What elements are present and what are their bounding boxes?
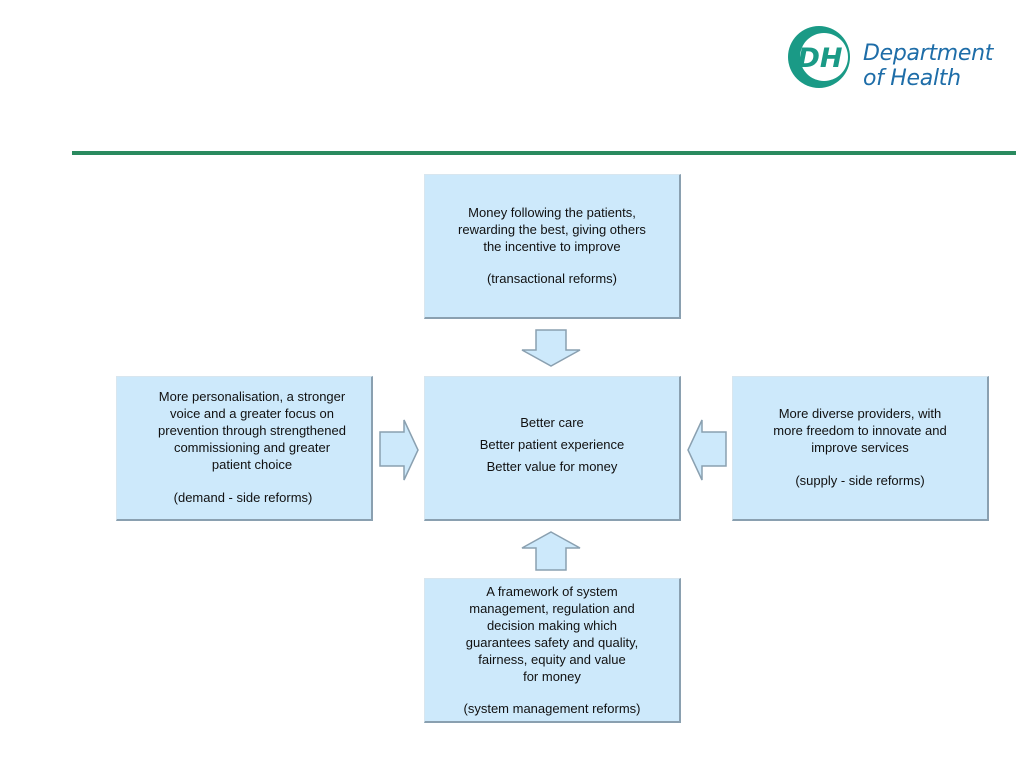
arrow-left-icon — [687, 419, 727, 481]
transactional-reforms-box: Money following the patients, rewarding … — [424, 174, 681, 319]
logo-line-2: of Health — [863, 66, 961, 91]
dh-logo-mark-icon: DH — [788, 26, 850, 88]
arrow-right-icon — [379, 419, 419, 481]
dh-logo: DH Department of Health — [784, 22, 1014, 94]
arrow-down-icon — [521, 329, 581, 367]
box-text: Money following the patients, rewarding … — [458, 205, 646, 254]
system-management-reforms-box: A framework of system management, regula… — [424, 578, 681, 723]
box-tag: (transactional reforms) — [486, 271, 618, 286]
outcomes-box: Better care Better patient experience Be… — [424, 376, 681, 521]
dh-logo-letters: DH — [797, 43, 842, 74]
logo-line-1: Department — [863, 41, 994, 66]
outcome-line-3: Better value for money — [486, 459, 618, 474]
box-text: More personalisation, a stronger voice a… — [158, 389, 346, 472]
box-tag: (system management reforms) — [463, 701, 641, 716]
header-divider — [72, 151, 1016, 155]
outcome-line-1: Better care — [520, 415, 584, 430]
box-tag: (supply - side reforms) — [795, 473, 925, 488]
dh-logo-wordmark: Department of Health — [863, 41, 993, 91]
box-text: A framework of system management, regula… — [465, 584, 639, 684]
arrow-up-icon — [521, 531, 581, 571]
box-tag: (demand - side reforms) — [173, 490, 313, 505]
outcome-line-2: Better patient experience — [479, 437, 625, 452]
supply-side-reforms-box: More diverse providers, with more freedo… — [732, 376, 989, 521]
box-text: More diverse providers, with more freedo… — [773, 406, 947, 455]
demand-side-reforms-box: More personalisation, a stronger voice a… — [116, 376, 373, 521]
